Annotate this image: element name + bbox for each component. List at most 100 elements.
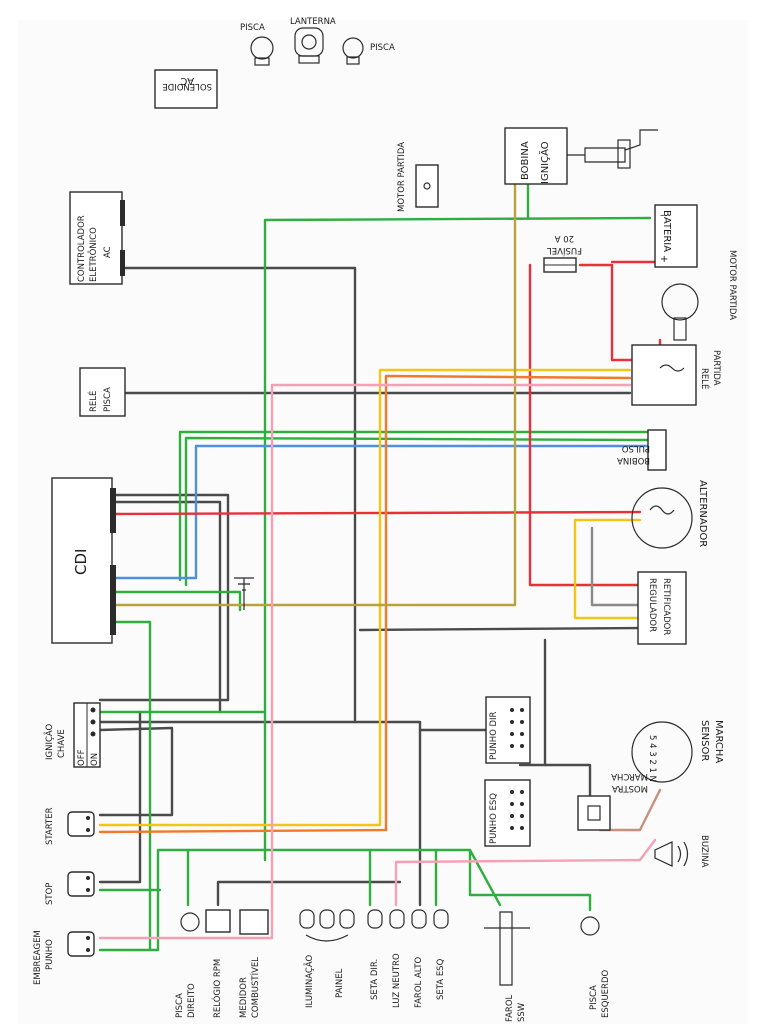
starter-label: STARTER — [45, 807, 55, 845]
wires — [98, 183, 662, 952]
alternador-label: ALTERNADOR — [697, 480, 708, 547]
rele-partida: RELÉ PARTIDA — [631, 344, 721, 406]
pisca-esquerdo-label-2: ESQUERDO — [601, 970, 611, 1018]
wire-black-mostra — [543, 638, 592, 797]
lanterna-bulb — [294, 27, 324, 64]
bobina-ignicao: BOBINA IGNIÇÃO — [504, 127, 658, 185]
wire-olive-bobina — [114, 183, 517, 607]
stop-label: STOP — [45, 883, 55, 905]
chave-on-label: ON — [90, 753, 100, 766]
mostra-marcha: MOSTRA MARCHA — [577, 771, 648, 831]
wire-orange-starter — [98, 828, 388, 834]
wire-black-chave-main — [98, 720, 492, 732]
motor-partida-right: MOTOR PARTIDA — [661, 250, 737, 341]
spark-plug — [617, 139, 631, 169]
starter-switch: STARTER — [45, 807, 95, 845]
solenoide: SOLENOIDE AC — [154, 69, 218, 109]
bateria-label: BATERIA — [661, 210, 672, 252]
bateria-plus: + — [660, 254, 668, 265]
wire-black-cdi-2 — [114, 500, 222, 714]
wire-green-pulso-1 — [178, 430, 650, 582]
seta-dir-label: SETA DIR. — [370, 959, 380, 1000]
iluminacao-label-2: PAINEL — [335, 968, 345, 998]
pisca-direito-label-2: DIREITO — [187, 983, 197, 1018]
relogio-rpm-gauge — [205, 909, 231, 933]
farol-label-2: SSW — [517, 1002, 527, 1022]
wire-black-medidor — [216, 880, 402, 907]
wire-red-cdi-alt — [114, 510, 642, 516]
mostra-marcha-label-1: MOSTRA — [612, 783, 648, 793]
regulador-retificador: REGULADOR RETIFICADOR — [637, 571, 687, 645]
cdi-unit: CDI — [51, 477, 116, 644]
bobina-pulso-label-1: BOBINA — [617, 455, 650, 465]
controlador-label-3: AC — [103, 246, 113, 258]
medidor-label-1: MEDIDOR — [239, 977, 249, 1018]
wire-blue-pulso — [114, 444, 650, 580]
sensor-marcha-label-1: SENSOR — [699, 720, 710, 761]
motor-partida-top: MOTOR PARTIDA — [397, 142, 439, 212]
luz-neutro-label: LUZ NEUTRO — [392, 953, 402, 1008]
controlador-label-1: CONTROLADOR — [77, 215, 87, 282]
pisca-top-right-label: PISCA — [370, 43, 395, 53]
wire-green-pisca-esq — [468, 848, 592, 912]
bateria-minus: – — [660, 210, 665, 221]
pisca-esquerdo-label-1: PISCA — [589, 985, 599, 1010]
ignicao-chave-label-2: CHAVE — [57, 729, 67, 758]
wire-red-fusivel — [528, 263, 642, 587]
seta-esq-label: SETA ESQ — [436, 958, 446, 1000]
pisca-direito-label-1: PISCA — [175, 993, 185, 1018]
paper — [18, 20, 748, 1024]
sensor-marcha-label-2: MARCHA — [713, 720, 724, 763]
wire-green-embreagem — [98, 848, 502, 952]
wire-yellow-regulador — [573, 518, 642, 620]
ignicao-chave: OFF ON IGNIÇÃO CHAVE — [44, 702, 101, 768]
wire-green-pulso-2 — [184, 436, 650, 587]
wire-pink-rele — [270, 383, 632, 862]
wire-black-controlador — [118, 266, 357, 724]
wire-black-cdi-down — [98, 493, 230, 702]
wire-orange-rele — [384, 374, 632, 832]
wire-black-chave-starter — [98, 726, 174, 817]
fusivel-label-1: FUSÍVEL — [547, 245, 582, 257]
regulador-label-2: RETIFICADOR — [661, 578, 671, 635]
ignicao-chave-label-1: IGNIÇÃO — [44, 723, 55, 760]
iluminacao-label-1: ILUMINAÇÃO — [304, 954, 315, 1008]
alternador: ALTERNADOR — [631, 480, 708, 549]
controlador-eletronico: CONTROLADOR ELETRÔNICO AC — [69, 191, 125, 285]
punho-dir-label: PUNHO DIR — [489, 711, 499, 760]
medidor-combustivel-gauge — [239, 909, 269, 935]
wire-pink-buzina — [394, 838, 657, 907]
relogio-rpm-label: RELÓGIO RPM — [211, 959, 223, 1018]
stop-switch: STOP — [45, 871, 95, 905]
luz-neutro-bulb — [389, 909, 405, 929]
cdi-label: CDI — [72, 549, 90, 575]
mostra-marcha-label-2: MARCHA — [611, 771, 648, 781]
seta-dir-bulb — [367, 909, 383, 929]
fusivel-label-2: 20 A — [554, 233, 574, 243]
bateria: BATERIA – + — [654, 204, 698, 268]
wire-gray-mostra-sensor — [598, 788, 662, 832]
solenoide-label: SOLENOIDE — [162, 81, 212, 91]
rele-pisca-label-1: RELÉ — [87, 391, 99, 412]
wire-black-regulador — [358, 626, 642, 632]
embreagem-switch: EMBREAGEM PUNHO — [33, 930, 95, 985]
wire-gray-regulador — [590, 526, 642, 607]
pisca-top-left-label: PISCA — [240, 23, 265, 33]
wire-black-stop — [98, 710, 142, 884]
punho-dir: PUNHO DIR — [485, 696, 531, 764]
farol-label-1: FAROL — [505, 994, 515, 1022]
motor-partida-top-label: MOTOR PARTIDA — [397, 142, 407, 212]
wire-green-cdi-bottom — [114, 620, 152, 952]
iluminacao-painel-bulbs — [299, 909, 355, 942]
embreagem-label-1: EMBREAGEM — [33, 930, 43, 985]
wire-pink-embreagem — [98, 858, 274, 940]
rele-pisca: RELÉ PISCA — [79, 367, 126, 417]
ground-symbol — [234, 577, 254, 610]
pisca-top-left-bulb — [250, 36, 274, 66]
punho-esq: PUNHO ESQ — [484, 779, 531, 847]
rele-partida-label-2: PARTIDA — [711, 350, 721, 386]
bobina-ignicao-label-2: IGNIÇÃO — [538, 141, 551, 184]
solenoide-ac-label: AC — [180, 75, 194, 86]
buzina-label: BUZINA — [699, 835, 709, 868]
